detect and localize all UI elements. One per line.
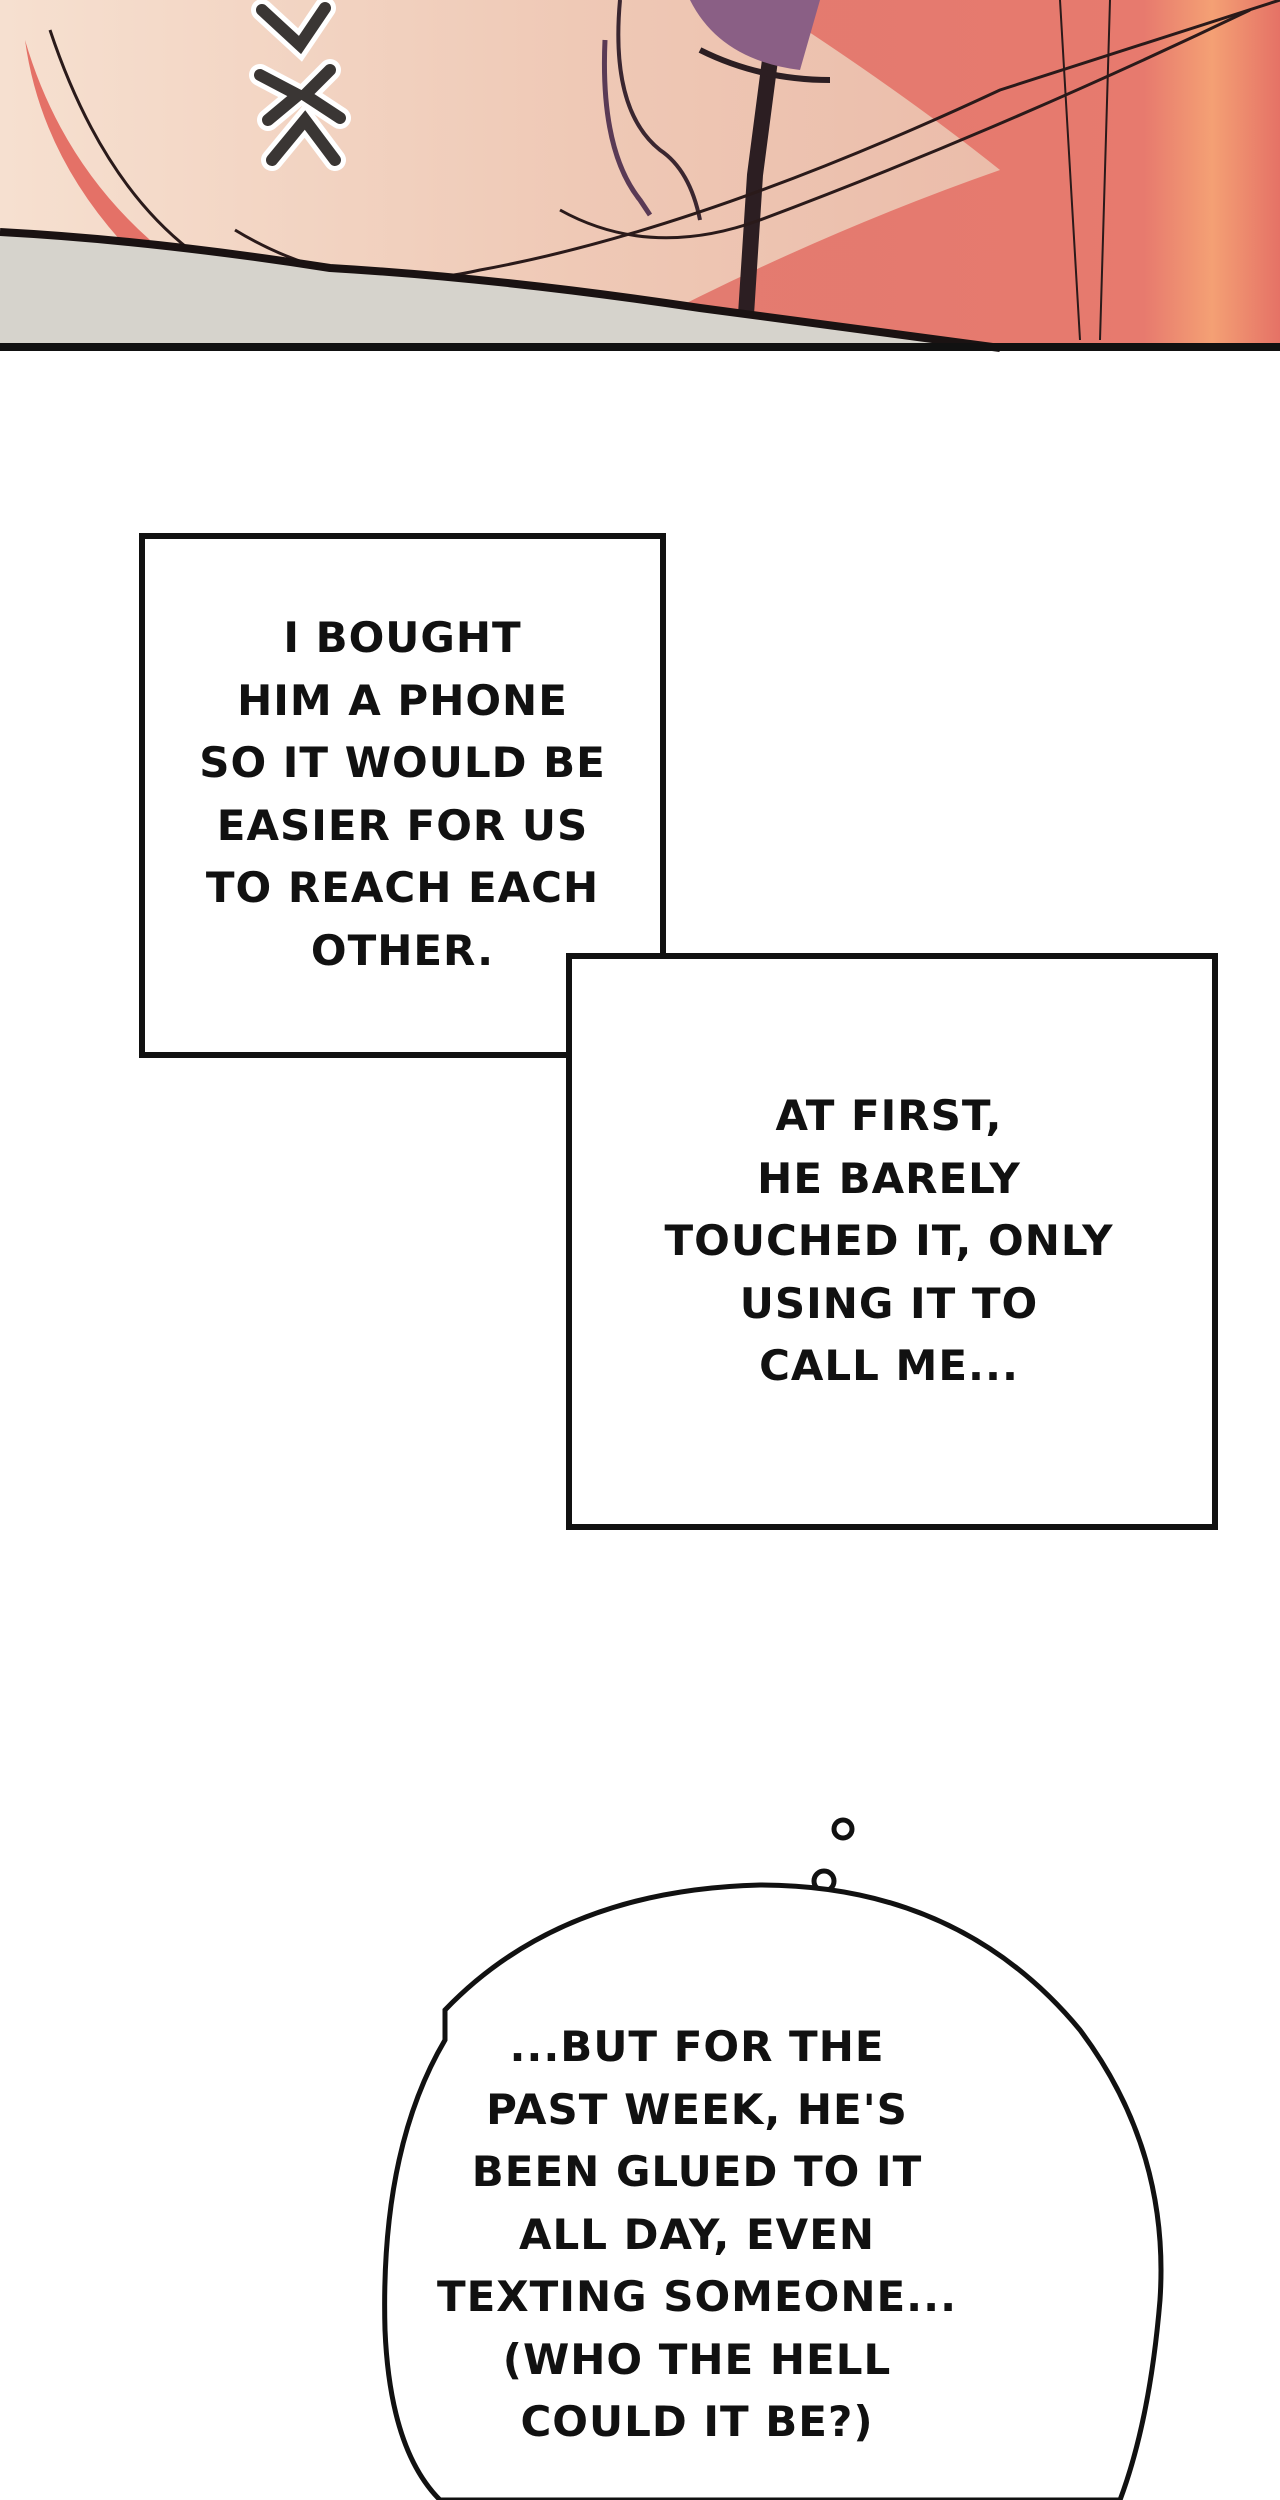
bubble-line: COULD IT BE?) <box>520 2397 874 2446</box>
caption-line: TOUCHED IT, ONLY <box>664 1216 1114 1265</box>
caption-line: HIM A PHONE <box>237 675 568 725</box>
thought-bubble-text: ...BUT FOR THE PAST WEEK, HE'S BEEN GLUE… <box>397 2016 997 2454</box>
bubble-line: TEXTING SOMEONE... <box>436 2272 958 2321</box>
bubble-line: (WHO THE HELL <box>502 2334 892 2384</box>
caption-line: TO REACH EACH <box>205 863 600 912</box>
top-panel-illustration <box>0 0 1280 352</box>
bubble-line: PAST WEEK, HE'S <box>486 2084 908 2134</box>
bubble-line: ALL DAY, EVEN <box>518 2209 876 2259</box>
caption-line: CALL ME... <box>759 1341 1019 1390</box>
bubble-line: BEEN GLUED TO IT <box>471 2147 923 2196</box>
caption-line: AT FIRST, <box>775 1091 1003 1140</box>
thought-bubble <box>382 1817 1164 2500</box>
caption-line: OTHER. <box>310 925 495 975</box>
caption-2-text: AT FIRST, HE BARELY TOUCHED IT, ONLY USI… <box>569 1085 1209 1398</box>
caption-line: I BOUGHT <box>283 613 522 662</box>
caption-line: EASIER FOR US <box>216 800 589 850</box>
caption-line: USING IT TO <box>739 1278 1039 1328</box>
caption-box-2 <box>566 953 1218 1530</box>
caption-line: HE BARELY <box>757 1153 1021 1203</box>
caption-line: SO IT WOULD BE <box>199 738 606 787</box>
caption-1-text: I BOUGHT HIM A PHONE SO IT WOULD BE EASI… <box>142 607 663 982</box>
bubble-line: ...BUT FOR THE <box>509 2022 885 2071</box>
